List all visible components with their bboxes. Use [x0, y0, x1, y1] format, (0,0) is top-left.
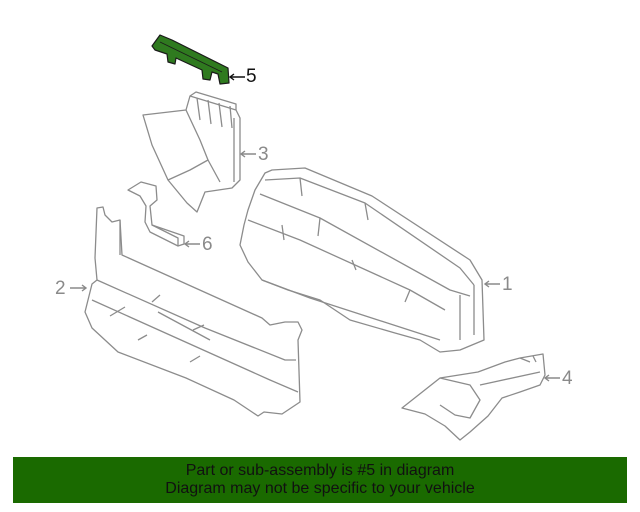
callout-2-arrow: [70, 284, 88, 292]
callout-label-1[interactable]: 1: [502, 274, 513, 295]
part-4-side-air-duct[interactable]: [401, 353, 546, 441]
callout-4-arrow: [543, 374, 560, 382]
callout-3-arrow: [239, 150, 256, 158]
callout-1-arrow: [483, 280, 500, 288]
parts-diagram: [70, 34, 560, 441]
callout-label-4[interactable]: 4: [562, 368, 573, 389]
banner-line-disclaimer: Diagram may not be specific to your vehi…: [165, 480, 475, 497]
callout-label-5[interactable]: 5: [246, 66, 257, 87]
part-1-radiator-support-frame[interactable]: [239, 167, 485, 353]
callout-label-6[interactable]: 6: [202, 234, 213, 255]
part-5-shield-highlighted[interactable]: [151, 34, 230, 85]
part-6-bracket[interactable]: [127, 181, 185, 247]
callout-6-arrow: [183, 240, 200, 248]
part-3-air-duct[interactable]: [142, 91, 241, 213]
banner-line-part-number: Part or sub-assembly is #5 in diagram: [185, 462, 455, 479]
callout-5-arrow: [228, 73, 245, 81]
info-banner: Part or sub-assembly is #5 in diagram Di…: [13, 457, 627, 503]
callout-label-2[interactable]: 2: [55, 278, 66, 299]
callout-label-3[interactable]: 3: [258, 144, 269, 165]
part-2-lower-deflector[interactable]: [84, 206, 303, 417]
